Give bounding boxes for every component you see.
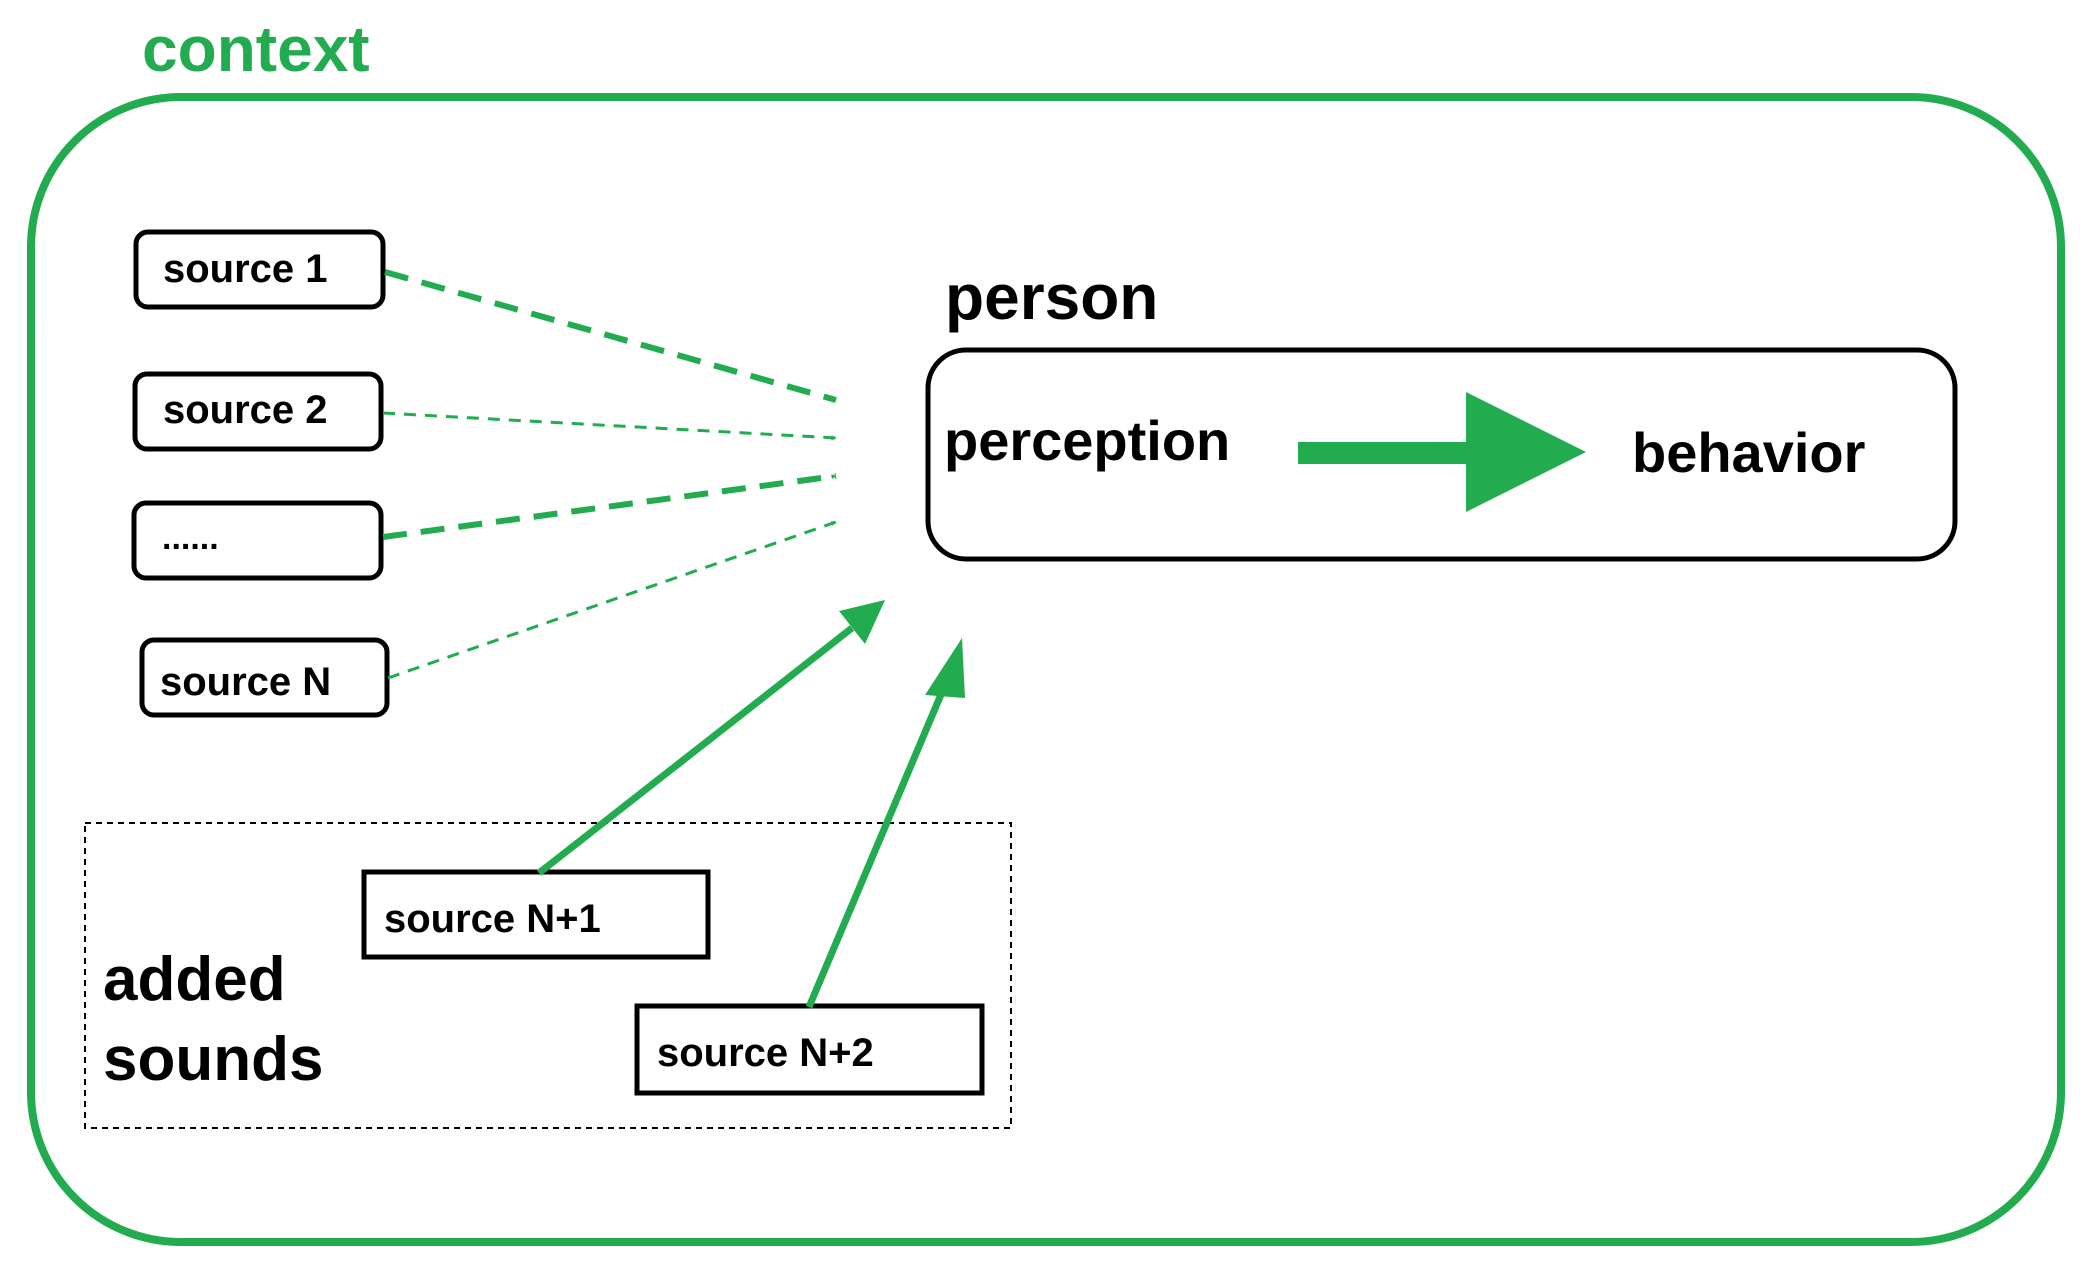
source-label: source N [160,660,331,704]
arrow-source-1 [384,269,837,403]
arrow-source-ellipsis [382,473,837,540]
source-label: source N+2 [657,1031,874,1075]
arrow-source-n-plus-2 [805,638,965,1009]
source-label: source 2 [163,388,328,432]
source-box [634,1003,985,1096]
source-label: source 1 [163,247,328,291]
source-box [133,229,386,310]
arrow-source-2 [382,411,837,441]
source-box [131,500,384,581]
added-sounds-label-line1: added [103,945,286,1014]
added-sounds-region [84,822,1012,1129]
source-label: source N+1 [384,897,601,941]
source-box [132,371,384,452]
perception-label: perception [944,409,1230,472]
source-node-ellipsis: ...... [131,500,384,581]
arrow-source-n-plus-1 [536,600,885,876]
source-node-1: source 1 [133,229,386,310]
arrow-source-n [387,520,837,680]
source-node-n-plus-2: source N+2 [634,1003,985,1096]
person-label: person [945,261,1158,333]
source-box [139,637,390,718]
source-node-n-plus-1: source N+1 [361,869,711,960]
behavior-label: behavior [1632,421,1865,484]
context-title: context [142,13,370,85]
perception-to-behavior-arrow [1298,392,1586,512]
source-node-2: source 2 [132,371,384,452]
added-sounds-label-line2: sounds [103,1025,323,1094]
context-boundary [27,93,2065,1246]
source-label: ...... [162,519,219,557]
source-node-n: source N [139,637,390,718]
source-box [361,869,711,960]
